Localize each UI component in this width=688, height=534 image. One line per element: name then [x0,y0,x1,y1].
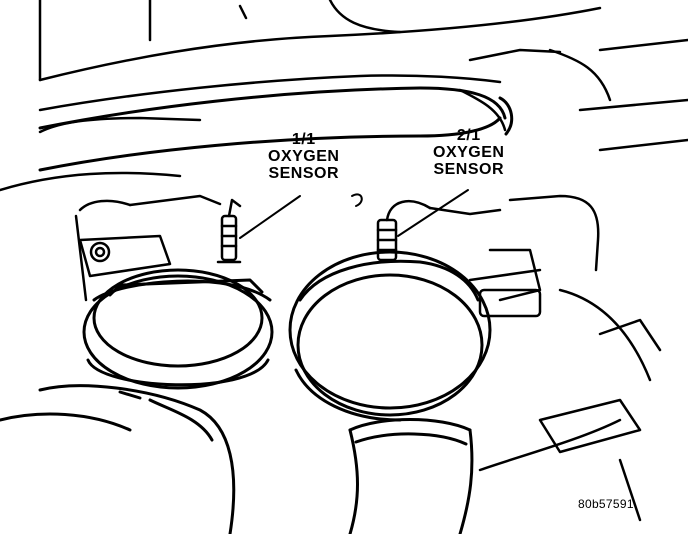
callout-oxygen-sensor-1-1: 1/1 OXYGEN SENSOR [268,131,339,182]
left-exhaust-pipe [0,384,236,534]
wiring-connector [468,194,662,522]
left-catalytic-converter [82,268,274,390]
rotation-arrow [351,193,363,207]
leader-line-1-1 [239,195,301,239]
oxygen-sensor-1-1 [216,198,242,264]
left-bracket [74,194,222,302]
callout-1-1-line2: OXYGEN [268,148,340,165]
oxygen-sensor-2-1 [376,200,502,262]
callout-2-1-number: 2/1 [456,127,481,144]
right-catalytic-converter [288,250,492,422]
leader-line-2-1 [397,189,469,237]
callout-oxygen-sensor-2-1: 2/1 OXYGEN SENSOR [433,127,504,178]
callout-2-1-line3: SENSOR [433,161,505,178]
callout-2-1-line2: OXYGEN [433,144,505,161]
upper-engine-bay [0,0,688,192]
callout-1-1-number: 1/1 [291,131,316,148]
right-exhaust-pipe [348,418,474,534]
leader-lines [239,189,469,239]
figure-id: 80b57591 [578,497,634,511]
callout-1-1-line3: SENSOR [268,165,340,182]
intake-tube [38,86,514,172]
